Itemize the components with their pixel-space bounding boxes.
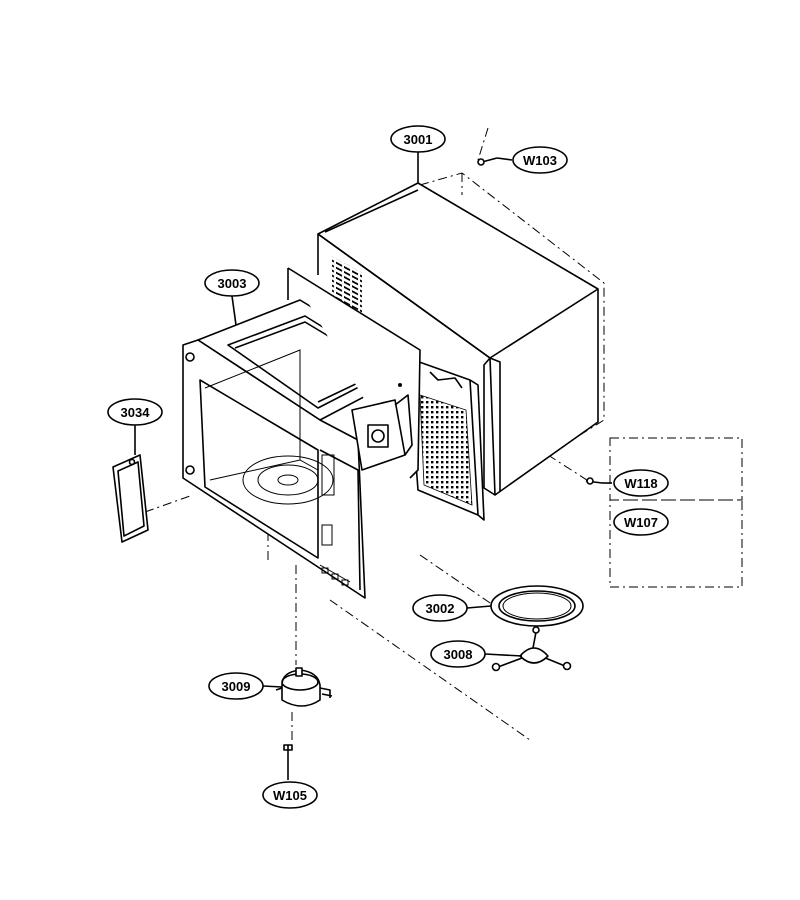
label-w105: W105 [273,788,307,803]
screw-w103 [477,157,513,166]
label-w107: W107 [624,515,658,530]
waveguide-cover [112,454,149,543]
callout-3001: 3001 [390,125,446,183]
callout-3003: 3003 [204,269,260,326]
label-3034: 3034 [121,405,151,420]
screw-w118 [585,477,612,485]
turntable-motor [275,667,333,707]
callout-w107: W107 [613,508,669,536]
callout-w103: W103 [512,146,568,174]
label-3008: 3008 [444,647,473,662]
glass-tray [490,585,584,627]
roller-ring [491,626,572,672]
back-plate [407,357,485,521]
screw-w105 [283,744,293,780]
label-w118: W118 [624,476,657,491]
dashed-part-boxes [609,437,743,588]
callout-3002: 3002 [412,594,492,622]
callout-w105: W105 [262,781,318,809]
callout-3009: 3009 [208,672,283,700]
oven-cavity [182,267,421,599]
label-w103: W103 [523,153,557,168]
label-3002: 3002 [426,601,455,616]
label-3009: 3009 [222,679,251,694]
callout-3008: 3008 [430,640,523,668]
label-3003: 3003 [218,276,247,291]
callout-3034: 3034 [107,398,163,455]
callout-w118: W118 [613,469,669,497]
label-3001: 3001 [404,132,433,147]
